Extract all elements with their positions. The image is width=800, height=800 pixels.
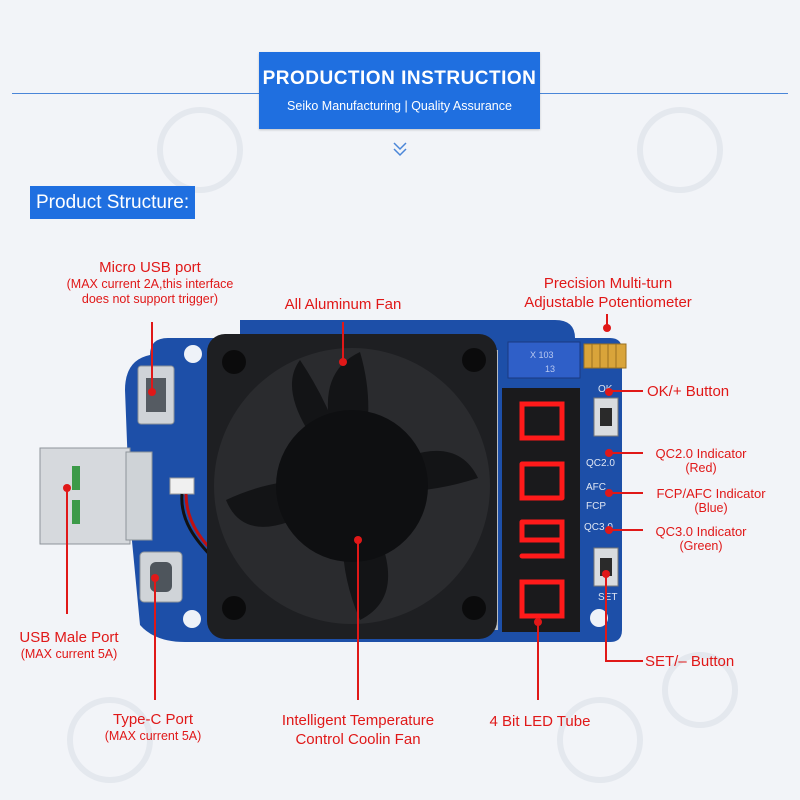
- usb-male-note: (MAX current 5A): [20, 647, 118, 661]
- header-banner: PRODUCTION INSTRUCTION Seiko Manufacturi…: [259, 52, 540, 129]
- leader-line-qc3: [609, 529, 643, 531]
- potentiometer: [507, 341, 581, 379]
- qc3-title: QC3.0 Indicator: [655, 524, 747, 539]
- qc2-title: QC2.0 Indicator: [655, 446, 747, 461]
- label-potentiometer: Precision Multi-turn Adjustable Potentio…: [498, 274, 718, 312]
- ok-silkscreen: OK: [598, 384, 613, 395]
- usb-male-housing: [125, 451, 153, 541]
- fcp-silkscreen: FCP: [586, 501, 606, 512]
- leader-line-potentiometer: [606, 314, 608, 328]
- leader-line-ok: [609, 390, 643, 392]
- section-title: Product Structure:: [30, 186, 196, 219]
- led-tube: [502, 388, 580, 632]
- label-set-button: SET/– Button: [645, 653, 735, 670]
- leader-line-set-vertical: [605, 574, 607, 662]
- leader-line-temp-fan: [357, 540, 359, 700]
- label-ok-button: OK/+ Button: [647, 383, 730, 400]
- fcp-title: FCP/AFC Indicator: [656, 486, 766, 501]
- micro-usb-note-2: does not support trigger): [81, 292, 219, 306]
- qc2-silkscreen: QC2.0: [586, 458, 615, 469]
- label-fcp: FCP/AFC Indicator (Blue): [646, 486, 776, 516]
- micro-usb-title: Micro USB port: [99, 259, 201, 276]
- usb-male-connector: [39, 447, 131, 545]
- label-fan: All Aluminum Fan: [284, 296, 402, 313]
- qc3-silkscreen: QC3.0: [584, 522, 613, 533]
- usb-male-title: USB Male Port: [19, 629, 119, 646]
- label-type-c: Type-C Port (MAX current 5A): [88, 710, 218, 744]
- label-qc2: QC2.0 Indicator (Red): [646, 446, 756, 476]
- mounting-hole: [183, 610, 201, 628]
- label-usb-male: USB Male Port (MAX current 5A): [2, 628, 136, 662]
- qc2-color: (Red): [685, 461, 717, 475]
- label-micro-usb: Micro USB port (MAX current 2A,this inte…: [60, 258, 240, 307]
- leader-line-fan: [342, 322, 344, 362]
- leader-line-qc2: [609, 452, 643, 454]
- header-title: PRODUCTION INSTRUCTION: [262, 68, 537, 89]
- potentiometer-mark-2: 13: [545, 364, 555, 374]
- type-c-note: (MAX current 5A): [104, 729, 202, 743]
- header-subtitle: Seiko Manufacturing | Quality Assurance: [287, 99, 512, 113]
- label-temp-fan: Intelligent Temperature Control Coolin F…: [258, 711, 458, 749]
- leader-line-set: [605, 660, 643, 662]
- potentiometer-screw: [583, 343, 627, 369]
- chevron-down-icon: [393, 142, 407, 157]
- set-silkscreen: SET: [598, 592, 617, 603]
- leader-line-type-c: [154, 578, 156, 700]
- type-c-title: Type-C Port: [112, 711, 194, 728]
- micro-usb-note-1: (MAX current 2A,this interface: [66, 277, 234, 291]
- mounting-hole: [184, 345, 202, 363]
- leader-line-usb-male: [66, 488, 68, 614]
- potentiometer-mark: X 103: [530, 350, 554, 360]
- fcp-color: (Blue): [694, 501, 728, 515]
- qc3-color: (Green): [679, 539, 723, 553]
- usb-contact: [72, 466, 80, 490]
- leader-line-micro-usb: [151, 322, 153, 392]
- label-led-tube: 4 Bit LED Tube: [489, 713, 591, 730]
- potentiometer-line-2: Adjustable Potentiometer: [524, 294, 692, 311]
- temp-fan-line-2: Control Coolin Fan: [295, 731, 421, 748]
- temp-fan-line-1: Intelligent Temperature: [281, 712, 435, 729]
- fan-connector: [169, 477, 195, 495]
- leader-line-led-tube: [537, 622, 539, 700]
- micro-usb-opening: [146, 378, 166, 412]
- leader-line-fcp: [609, 492, 643, 494]
- label-qc3: QC3.0 Indicator (Green): [646, 524, 756, 554]
- mounting-hole: [590, 609, 608, 627]
- afc-silkscreen: AFC: [586, 482, 606, 493]
- usb-contact: [72, 500, 80, 524]
- fan-hub: [276, 410, 428, 562]
- potentiometer-line-1: Precision Multi-turn: [543, 275, 673, 292]
